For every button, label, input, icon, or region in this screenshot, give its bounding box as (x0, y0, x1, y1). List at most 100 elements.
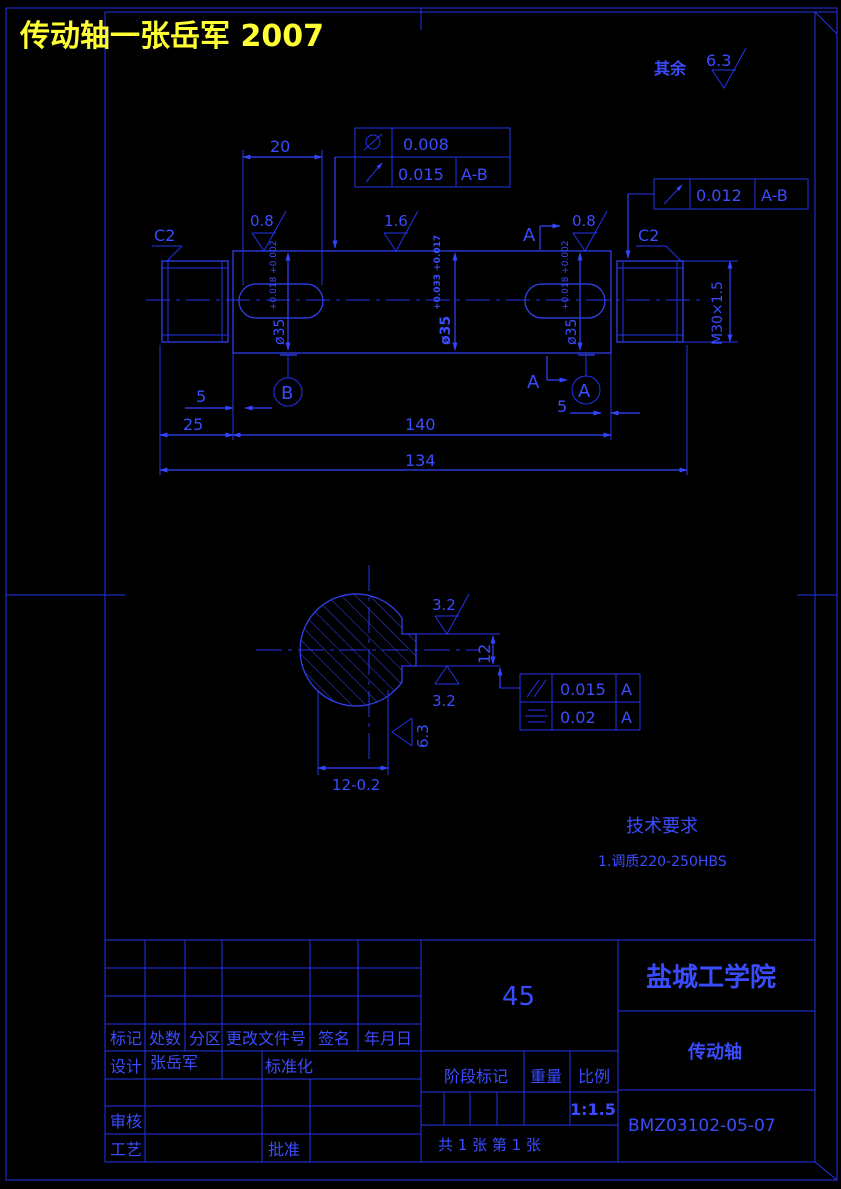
key-depth-text: 12 (475, 644, 494, 664)
section-view: 12 12-0.2 (256, 565, 500, 794)
dimension-20: 20 (242, 137, 323, 160)
chamfer-left: C2 (152, 226, 183, 263)
chamfer-right: C2 (636, 226, 683, 263)
roughness-right-journal: 0.8 (572, 210, 608, 252)
roughness-key-top-icon (434, 593, 470, 635)
tol-runout-2: 0.012 (696, 186, 742, 205)
tb-scale: 1:1.5 (570, 1100, 616, 1119)
tb-signature: 签名 (318, 1029, 350, 1048)
drawing-number: BMZ03102-05-07 (628, 1116, 776, 1136)
dimension-thread: M30×1.5 (683, 260, 738, 345)
tb-weight: 重量 (530, 1067, 562, 1086)
dimension-5-left: 5 (185, 387, 272, 411)
roughness-key-side: 6.3 (391, 717, 432, 748)
dimension-dia-right: ø35 +0.018 +0.002 (561, 241, 583, 351)
tol-runout-1-ref: A-B (461, 165, 488, 184)
tb-review: 审核 (110, 1112, 142, 1131)
notes-line-1: 1.调质220-250HBS (598, 854, 727, 870)
roughness-right-icon (572, 210, 608, 252)
roughness-key-bottom-icon (434, 665, 448, 685)
thread-text: M30×1.5 (710, 281, 726, 345)
school-name: 盐城工学院 (646, 962, 776, 993)
dimension-140: 140 (232, 415, 612, 438)
datum-a: A (571, 354, 601, 405)
symmetry-icon (525, 709, 548, 723)
datum-b: B (273, 354, 303, 407)
section-a-bottom: A (527, 372, 540, 393)
dia-mid-tol: +0.033 +0.017 (433, 235, 443, 310)
dia-left-tol: +0.018 +0.002 (269, 241, 279, 310)
tb-design: 设计 (110, 1057, 142, 1076)
roughness-key-top: 3.2 (432, 593, 470, 635)
cylindricity-icon (365, 134, 381, 150)
tol-parallel: 0.015 (560, 680, 606, 699)
technical-notes: 技术要求 1.调质220-250HBS (598, 816, 727, 870)
dimension-5-right: 5 (557, 397, 640, 416)
tb-sheets: 共 1 张 第 1 张 (438, 1136, 541, 1154)
tb-date: 年月日 (364, 1029, 412, 1048)
tolerance-frame-top: 0.008 0.015 A-B (332, 127, 511, 249)
shaft-main-view (146, 150, 700, 475)
key-width-text: 12-0.2 (332, 776, 380, 794)
roughness-middle: 1.6 (383, 210, 419, 252)
dim-20-text: 20 (270, 137, 290, 156)
roughness-other-icon (711, 47, 747, 89)
roughness-left-text: 0.8 (250, 212, 274, 230)
dimension-dia-left: ø35 +0.018 +0.002 (269, 241, 291, 351)
datum-b-text: B (281, 383, 293, 404)
roughness-other-value: 6.3 (706, 51, 731, 70)
roughness-key-side-icon (391, 717, 413, 747)
tol-runout-1: 0.015 (398, 165, 444, 184)
dia-right-text: ø35 (564, 319, 580, 345)
parallel-icon (526, 679, 540, 698)
section-a-top: A (523, 225, 536, 246)
tb-scale-label: 比例 (578, 1067, 610, 1086)
tb-process: 工艺 (110, 1140, 142, 1159)
tolerance-frame-section: 0.015 A 0.02 A (497, 667, 641, 731)
tb-stage-mark: 阶段标记 (444, 1067, 508, 1086)
section-marker-a: A A (523, 223, 568, 393)
roughness-other-label: 其余 (654, 59, 687, 78)
dim-140-text: 140 (405, 415, 436, 434)
roughness-left-journal: 0.8 (250, 210, 287, 252)
roughness-middle-text: 1.6 (384, 212, 408, 230)
tol-cylindricity: 0.008 (403, 135, 449, 154)
tolerance-frame-right: 0.012 A-B (625, 178, 809, 259)
tb-zone: 分区 (189, 1029, 221, 1048)
tb-standardize: 标准化 (265, 1057, 313, 1076)
chamfer-right-text: C2 (638, 226, 659, 245)
dia-right-tol: +0.018 +0.002 (561, 241, 571, 310)
tol-parallel-ref: A (621, 680, 632, 699)
tb-mark: 标记 (110, 1029, 142, 1048)
roughness-key-bottom-text: 3.2 (432, 692, 456, 710)
tol-symmetry: 0.02 (560, 708, 596, 727)
dimension-134: 134 (159, 451, 688, 473)
notes-title: 技术要求 (626, 816, 698, 837)
roughness-key-side-text: 6.3 (414, 724, 432, 748)
drawing-title: 传动轴一张岳军 2007 (19, 19, 324, 54)
part-name: 传动轴 (687, 1041, 742, 1063)
material: 45 (502, 982, 535, 1012)
dia-mid-text: ø35 (438, 316, 454, 345)
dim-134-text: 134 (405, 451, 436, 470)
roughness-key-top-text: 3.2 (432, 596, 456, 614)
roughness-key-bottom: 3.2 (432, 665, 460, 710)
dimension-25: 25 (159, 415, 234, 438)
dim-25-text: 25 (183, 415, 203, 434)
tb-change-doc: 更改文件号 (226, 1029, 306, 1048)
roughness-right-text: 0.8 (572, 212, 596, 230)
tb-designer: 张岳军 (150, 1053, 198, 1072)
title-block: 45 盐城工学院 传动轴 BMZ03102-05-07 标记 处数 分区 更改文… (104, 939, 816, 1163)
dim-5-left-text: 5 (196, 387, 206, 406)
dim-5-right-text: 5 (557, 397, 567, 416)
roughness-middle-icon (383, 210, 419, 252)
dia-left-text: ø35 (272, 319, 288, 345)
tol-runout-2-ref: A-B (761, 186, 788, 205)
tb-count: 处数 (149, 1029, 181, 1048)
roughness-other: 其余 6.3 (654, 47, 747, 89)
chamfer-left-text: C2 (154, 226, 175, 245)
roughness-left-icon (251, 210, 287, 252)
dimension-dia-mid: ø35 +0.033 +0.017 (433, 235, 458, 351)
datum-a-text: A (578, 381, 591, 402)
